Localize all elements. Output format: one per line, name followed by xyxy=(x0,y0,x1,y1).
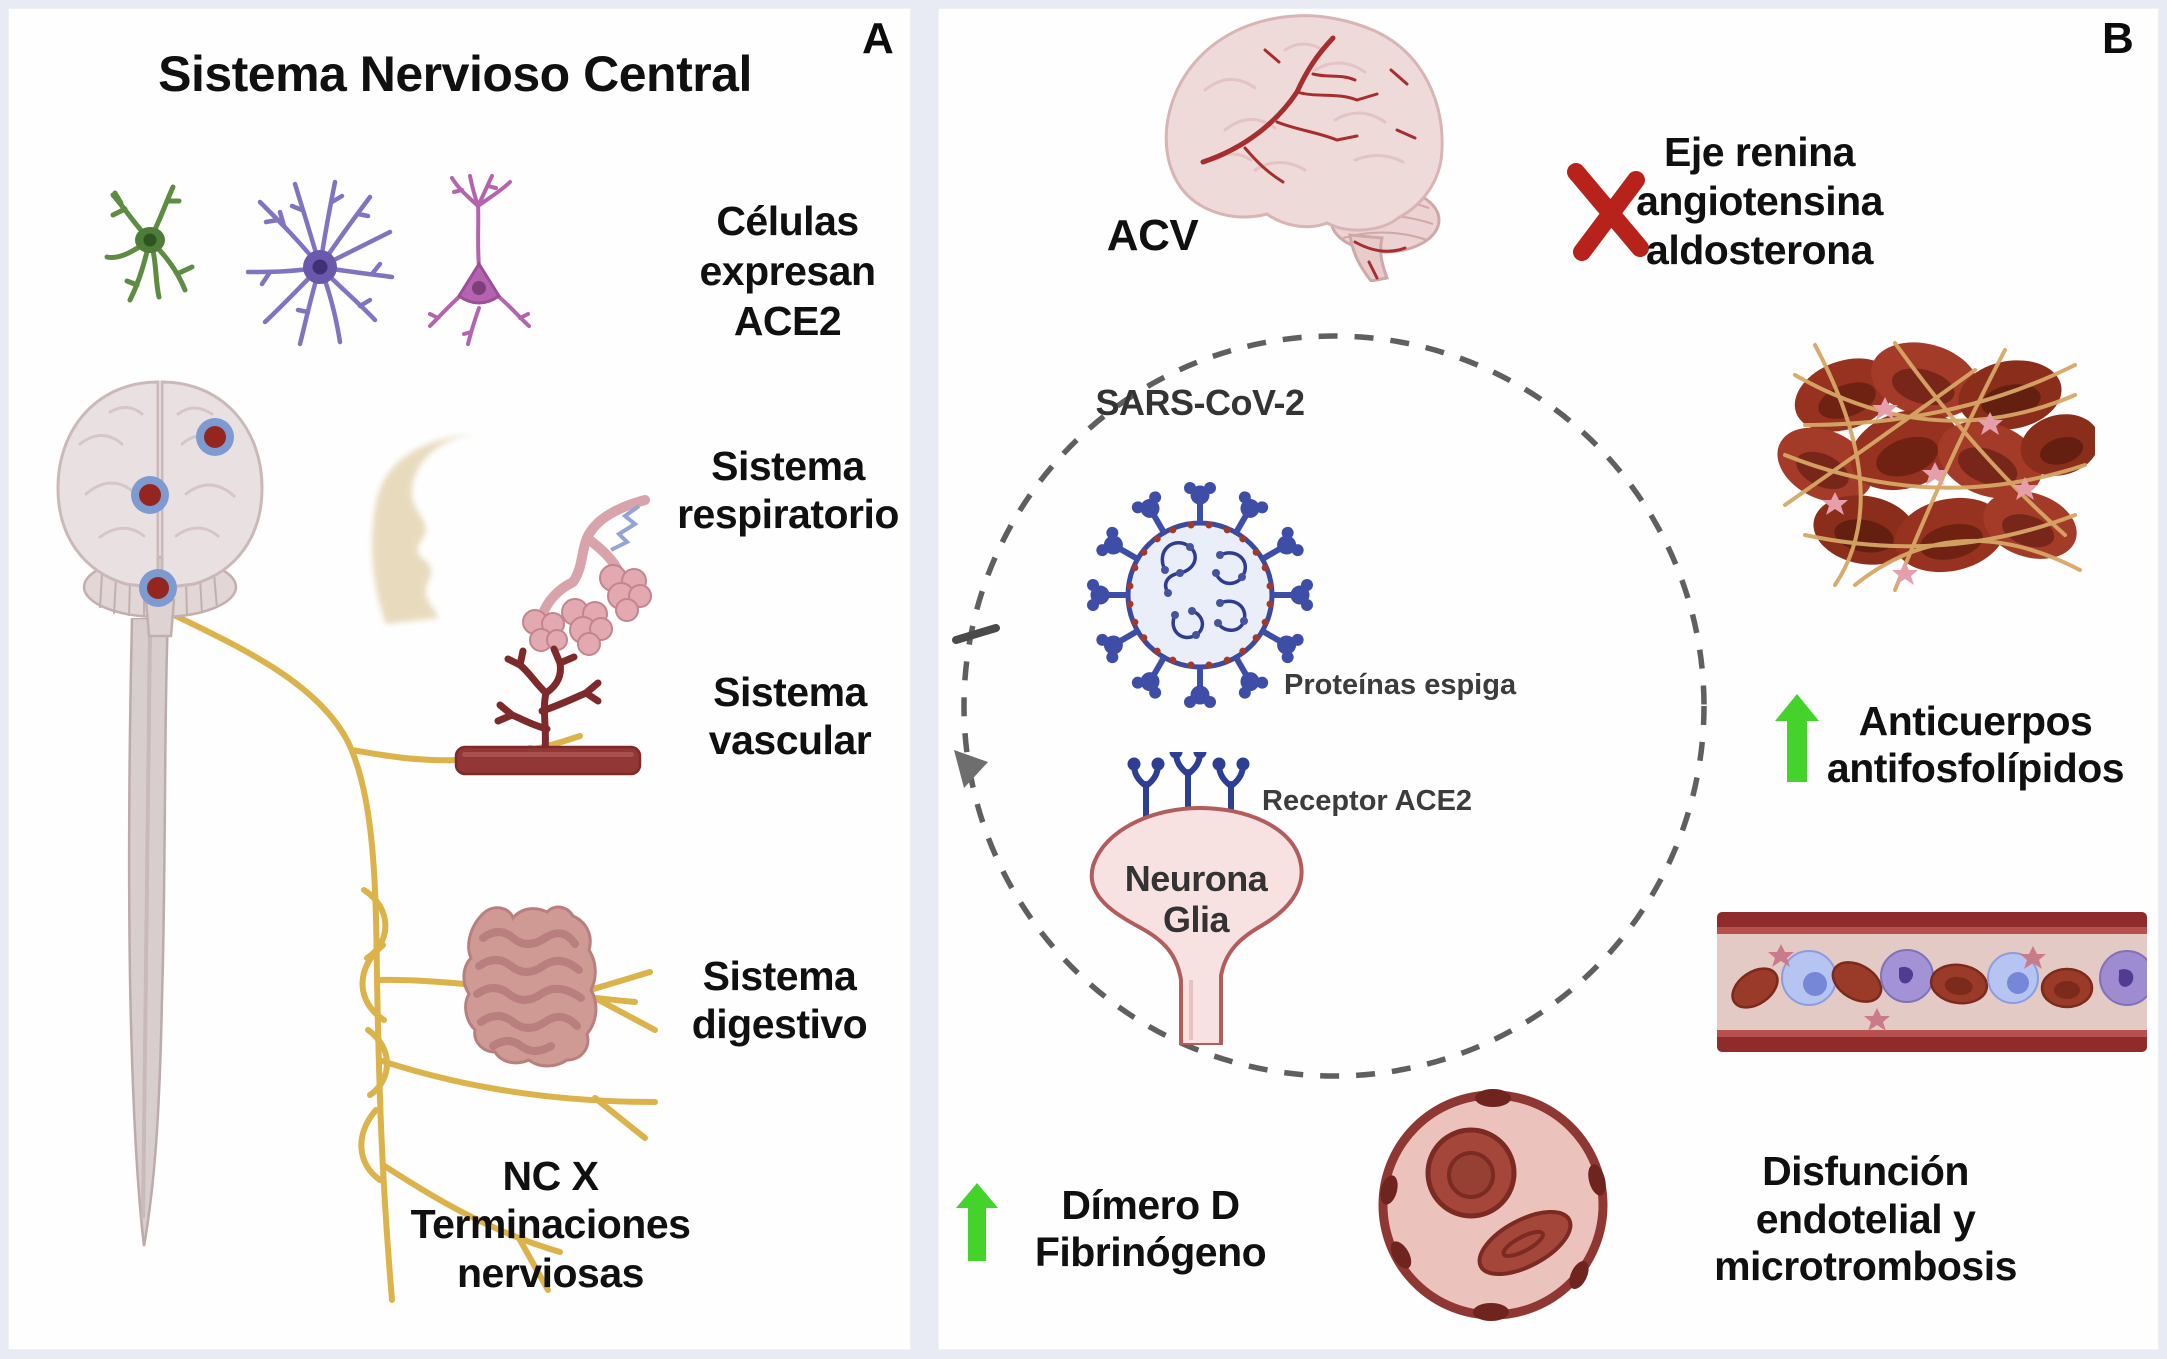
membrane-patches xyxy=(1380,1089,1606,1321)
increase-arrow-icon xyxy=(956,1183,998,1261)
fibrin-strands xyxy=(1783,341,2087,592)
neuron-glia-label: Neurona Glia xyxy=(1124,858,1268,941)
spike-protein-label: Proteínas espiga xyxy=(1284,669,1517,701)
raas-label: Eje renina angiotensina aldosterona xyxy=(1636,129,1883,274)
spinal-cord-icon xyxy=(127,618,170,1247)
respiratory-label: Sistema respiratorio xyxy=(677,443,899,538)
digestive-label: Sistema digestivo xyxy=(691,953,868,1048)
vagus-label: NC X Terminaciones nerviosas xyxy=(410,1153,691,1296)
blood-cells xyxy=(1731,944,2147,1031)
antibodies-label: Anticuerpos antifosfolípidos xyxy=(1826,698,2125,791)
ace2-receptor-label: Receptor ACE2 xyxy=(1262,785,1473,817)
endothelial-label: Disfunción endotelial y microtrombosis xyxy=(1714,1148,2017,1290)
brain-lateral-icon xyxy=(1164,14,1444,282)
dimer-label: Dímero D Fibrinógeno xyxy=(1034,1182,1267,1275)
microglia-icon xyxy=(104,184,195,303)
acv-label: ACV xyxy=(1106,211,1199,260)
blood-clot-icon xyxy=(1777,341,2095,592)
lesion-markers xyxy=(131,418,234,607)
vessel-cross-section-icon xyxy=(1717,912,2147,1052)
vessel-branch-icon xyxy=(454,645,642,776)
intestines-icon xyxy=(462,905,598,1068)
alveoli-icon xyxy=(522,495,652,656)
nose-profile-icon xyxy=(372,434,478,624)
endothelial-cell-icon xyxy=(1378,1089,1608,1321)
dashed-cycle-icon xyxy=(952,333,1707,1079)
neuron-icon xyxy=(428,174,531,346)
platelets xyxy=(1822,397,2038,585)
cells-ace2-label: Células expresan ACE2 xyxy=(699,198,876,345)
sars-cov2-label: SARS-CoV-2 xyxy=(1095,382,1305,423)
neuron-glia-cell-icon xyxy=(1089,805,1304,1045)
panel-a-title: Sistema Nervioso Central xyxy=(158,46,752,102)
increase-arrow-icon xyxy=(1775,694,1819,782)
brain-frontal-icon xyxy=(56,380,264,638)
astrocyte-icon xyxy=(245,179,395,347)
red-x-icon xyxy=(1567,163,1649,261)
sars-cov2-virus-icon xyxy=(1087,482,1313,708)
panel-b-letter: B xyxy=(2102,14,2134,63)
spike-proteins xyxy=(1087,482,1313,708)
panel-a-letter: A xyxy=(862,14,894,63)
vascular-label: Sistema vascular xyxy=(708,669,872,764)
